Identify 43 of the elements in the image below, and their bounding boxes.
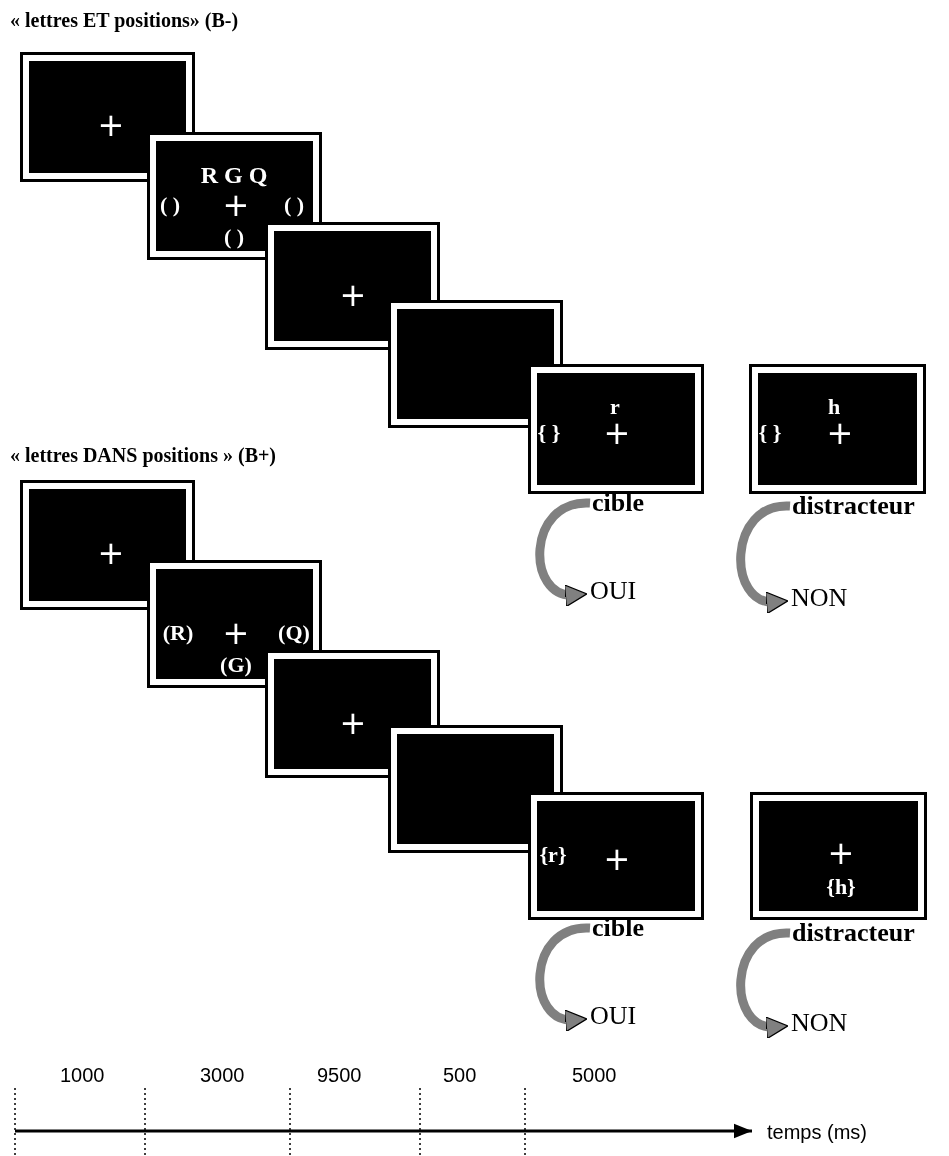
response-label: distracteur	[792, 493, 915, 519]
stimulus-screen	[528, 792, 704, 920]
duration-label: 5000	[572, 1065, 617, 1085]
axis-label: temps (ms)	[767, 1122, 867, 1142]
stimulus-screen	[147, 560, 322, 688]
position-stimulus: (R)	[162, 622, 194, 644]
section-heading: « lettres ET positions» (B-)	[10, 10, 239, 30]
fixation-cross: +	[827, 837, 855, 869]
response-label: OUI	[590, 578, 637, 604]
response-label: OUI	[590, 1003, 637, 1029]
position-marker: { }	[758, 422, 782, 444]
duration-label: 500	[443, 1065, 477, 1085]
letter-stimulus: r	[610, 396, 620, 418]
fixation-cross: +	[97, 109, 125, 141]
position-marker: ( )	[283, 194, 305, 216]
position-marker: ( )	[159, 194, 181, 216]
duration-label: 9500	[317, 1065, 362, 1085]
fixation-cross: +	[222, 189, 250, 221]
position-stimulus: (Q)	[278, 622, 310, 644]
position-stimulus: (G)	[220, 654, 252, 676]
position-marker: ( )	[223, 226, 245, 248]
stimulus-screen	[528, 364, 704, 494]
fixation-cross: +	[222, 617, 250, 649]
fixation-cross: +	[603, 417, 631, 449]
position-stimulus: {r}	[539, 844, 567, 866]
fixation-cross: +	[339, 707, 367, 739]
fixation-cross: +	[826, 417, 854, 449]
fixation-cross: +	[603, 843, 631, 875]
stimulus-screen	[750, 792, 927, 920]
duration-label: 1000	[60, 1065, 105, 1085]
response-label: NON	[791, 585, 848, 611]
position-marker: { }	[537, 422, 561, 444]
response-label: NON	[791, 1010, 848, 1036]
stimulus-screen	[749, 364, 926, 494]
fixation-cross: +	[339, 279, 367, 311]
response-label: cible	[592, 490, 644, 516]
letter-stimulus: h	[827, 396, 841, 418]
stimulus-screen	[147, 132, 322, 260]
fixation-cross: +	[97, 537, 125, 569]
duration-label: 3000	[200, 1065, 245, 1085]
letter-stimulus: R G Q	[200, 163, 268, 187]
position-stimulus: {h}	[826, 876, 856, 898]
response-label: distracteur	[792, 920, 915, 946]
